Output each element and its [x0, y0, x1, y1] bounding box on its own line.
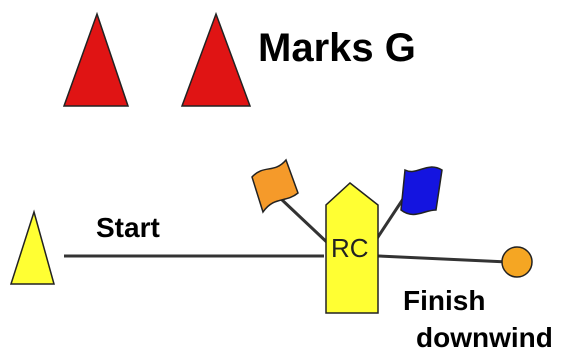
- diagram-title: Marks G: [258, 26, 416, 70]
- committee-boat-label: RC: [331, 233, 369, 263]
- blue-flag-icon: [400, 166, 443, 216]
- orange-flag-icon: [251, 158, 299, 214]
- committee-boat-icon: [325, 182, 379, 314]
- finish-buoy-icon: [501, 246, 533, 278]
- yellow-start-mark-icon: [9, 209, 55, 285]
- finish-line: [377, 254, 509, 264]
- orange-flag-pole: [278, 196, 334, 249]
- red-triangle-mark-icon: [180, 11, 252, 107]
- finish-label: Finish: [403, 285, 485, 316]
- red-triangle-mark-icon: [62, 11, 130, 107]
- start-label: Start: [96, 212, 160, 243]
- finish-label-downwind: downwind: [416, 322, 553, 353]
